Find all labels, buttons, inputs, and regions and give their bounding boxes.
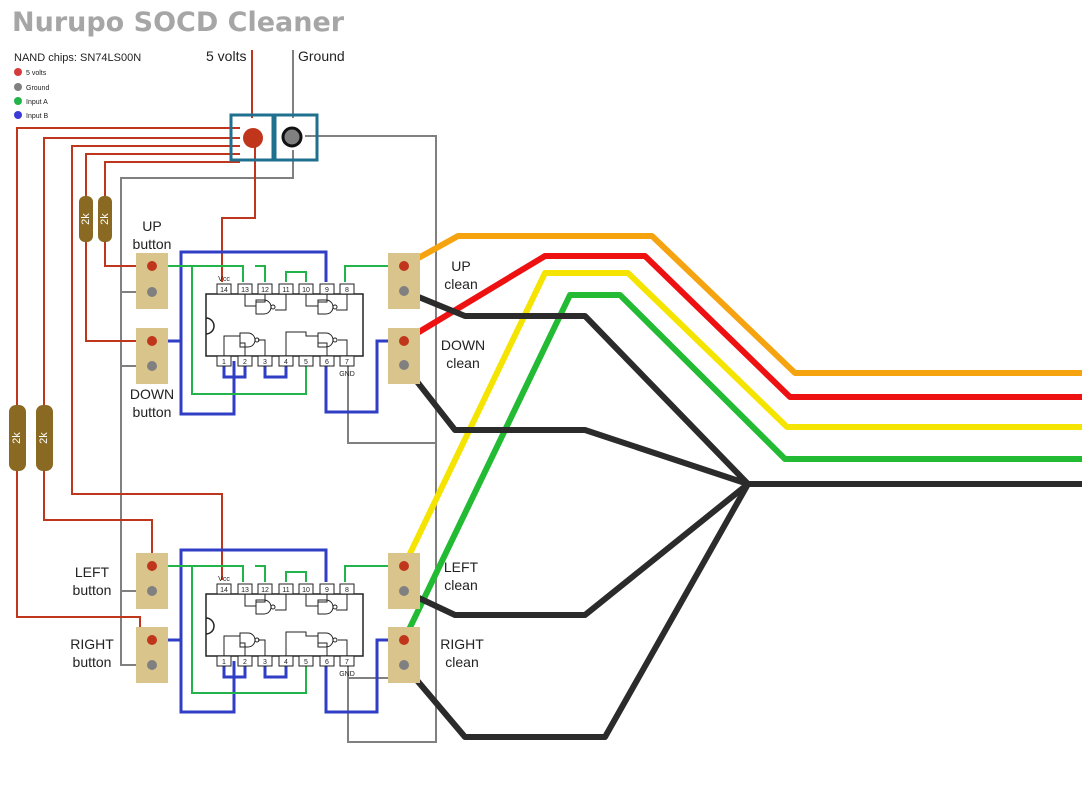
svg-text:11: 11 [282,587,289,594]
diagram-title: Nurupo SOCD Cleaner [12,7,345,38]
resistor-r1: 2k [79,196,93,242]
five-volt-terminal [243,128,263,148]
svg-text:3: 3 [263,359,267,366]
svg-text:13: 13 [241,587,249,594]
svg-text:11: 11 [282,287,289,294]
svg-text:2k: 2k [80,213,92,225]
svg-text:7: 7 [345,359,349,366]
down-button-label-2: button [133,404,172,420]
resistor-r3: 2k [9,405,26,471]
svg-text:2: 2 [243,659,247,666]
down-button-label-1: DOWN [130,386,174,402]
five-volts-label: 5 volts [206,48,246,64]
right-button-label-2: button [73,654,112,670]
legend-label-input-b: Input B [26,113,49,120]
svg-text:2: 2 [243,359,247,366]
resistor-r4: 2k [36,405,53,471]
legend-label-ground: Ground [26,85,49,92]
svg-text:2k: 2k [11,432,23,444]
svg-text:3: 3 [263,659,267,666]
svg-text:1: 1 [222,359,226,366]
cable-up [402,233,1082,376]
button-terminals [136,253,168,683]
cable-right [401,292,1082,642]
svg-text:13: 13 [241,287,249,294]
svg-text:2k: 2k [99,213,111,225]
svg-text:4: 4 [284,659,288,666]
left-button-label-1: LEFT [75,564,110,580]
svg-text:9: 9 [325,287,329,294]
left-clean-label-2: clean [444,577,477,593]
down-clean-label-1: DOWN [441,337,485,353]
left-clean-label-1: LEFT [444,559,479,575]
svg-text:12: 12 [261,587,269,594]
svg-text:4: 4 [284,359,288,366]
svg-text:14: 14 [220,587,228,594]
svg-text:2k: 2k [38,432,50,444]
legend-swatch-5v [14,68,22,76]
right-button-label-1: RIGHT [70,636,114,652]
svg-text:10: 10 [302,287,310,294]
right-clean-label-2: clean [445,654,478,670]
cable-ground [401,288,1082,740]
output-cables [401,233,1082,740]
svg-text:7: 7 [345,659,349,666]
legend-heading: NAND chips: SN74LS00N [14,52,141,64]
up-button-label-1: UP [142,218,161,234]
ground-terminal [281,126,303,148]
svg-text:14: 14 [220,287,228,294]
svg-text:Vcc: Vcc [218,576,230,583]
left-button-label-2: button [73,582,112,598]
svg-text:12: 12 [261,287,269,294]
legend-label-input-a: Input A [26,99,48,106]
svg-text:GND: GND [339,671,355,678]
cable-down [402,253,1082,400]
svg-text:5: 5 [304,359,308,366]
power-terminal-block [229,113,319,162]
svg-text:9: 9 [325,587,329,594]
svg-text:6: 6 [325,359,329,366]
legend-swatch-input-a [14,97,22,105]
up-button-label-2: button [133,236,172,252]
up-clean-label-2: clean [444,276,477,292]
svg-text:5: 5 [304,659,308,666]
up-clean-label-1: UP [451,258,470,274]
legend-swatch-input-b [14,111,22,119]
svg-text:8: 8 [345,587,349,594]
svg-text:10: 10 [302,587,310,594]
down-clean-label-2: clean [446,355,479,371]
svg-text:8: 8 [345,287,349,294]
legend-swatch-ground [14,83,22,91]
svg-text:Vcc: Vcc [218,276,230,283]
svg-text:6: 6 [325,659,329,666]
legend: NAND chips: SN74LS00N 5 volts Ground Inp… [14,52,141,120]
svg-text:GND: GND [339,371,355,378]
cable-left [401,270,1082,568]
right-clean-label-1: RIGHT [440,636,484,652]
legend-label-5v: 5 volts [26,70,47,77]
resistor-r2: 2k [98,196,112,242]
power-wires [16,50,256,641]
ground-label: Ground [298,48,345,64]
svg-text:1: 1 [222,659,226,666]
output-terminals [388,253,420,683]
